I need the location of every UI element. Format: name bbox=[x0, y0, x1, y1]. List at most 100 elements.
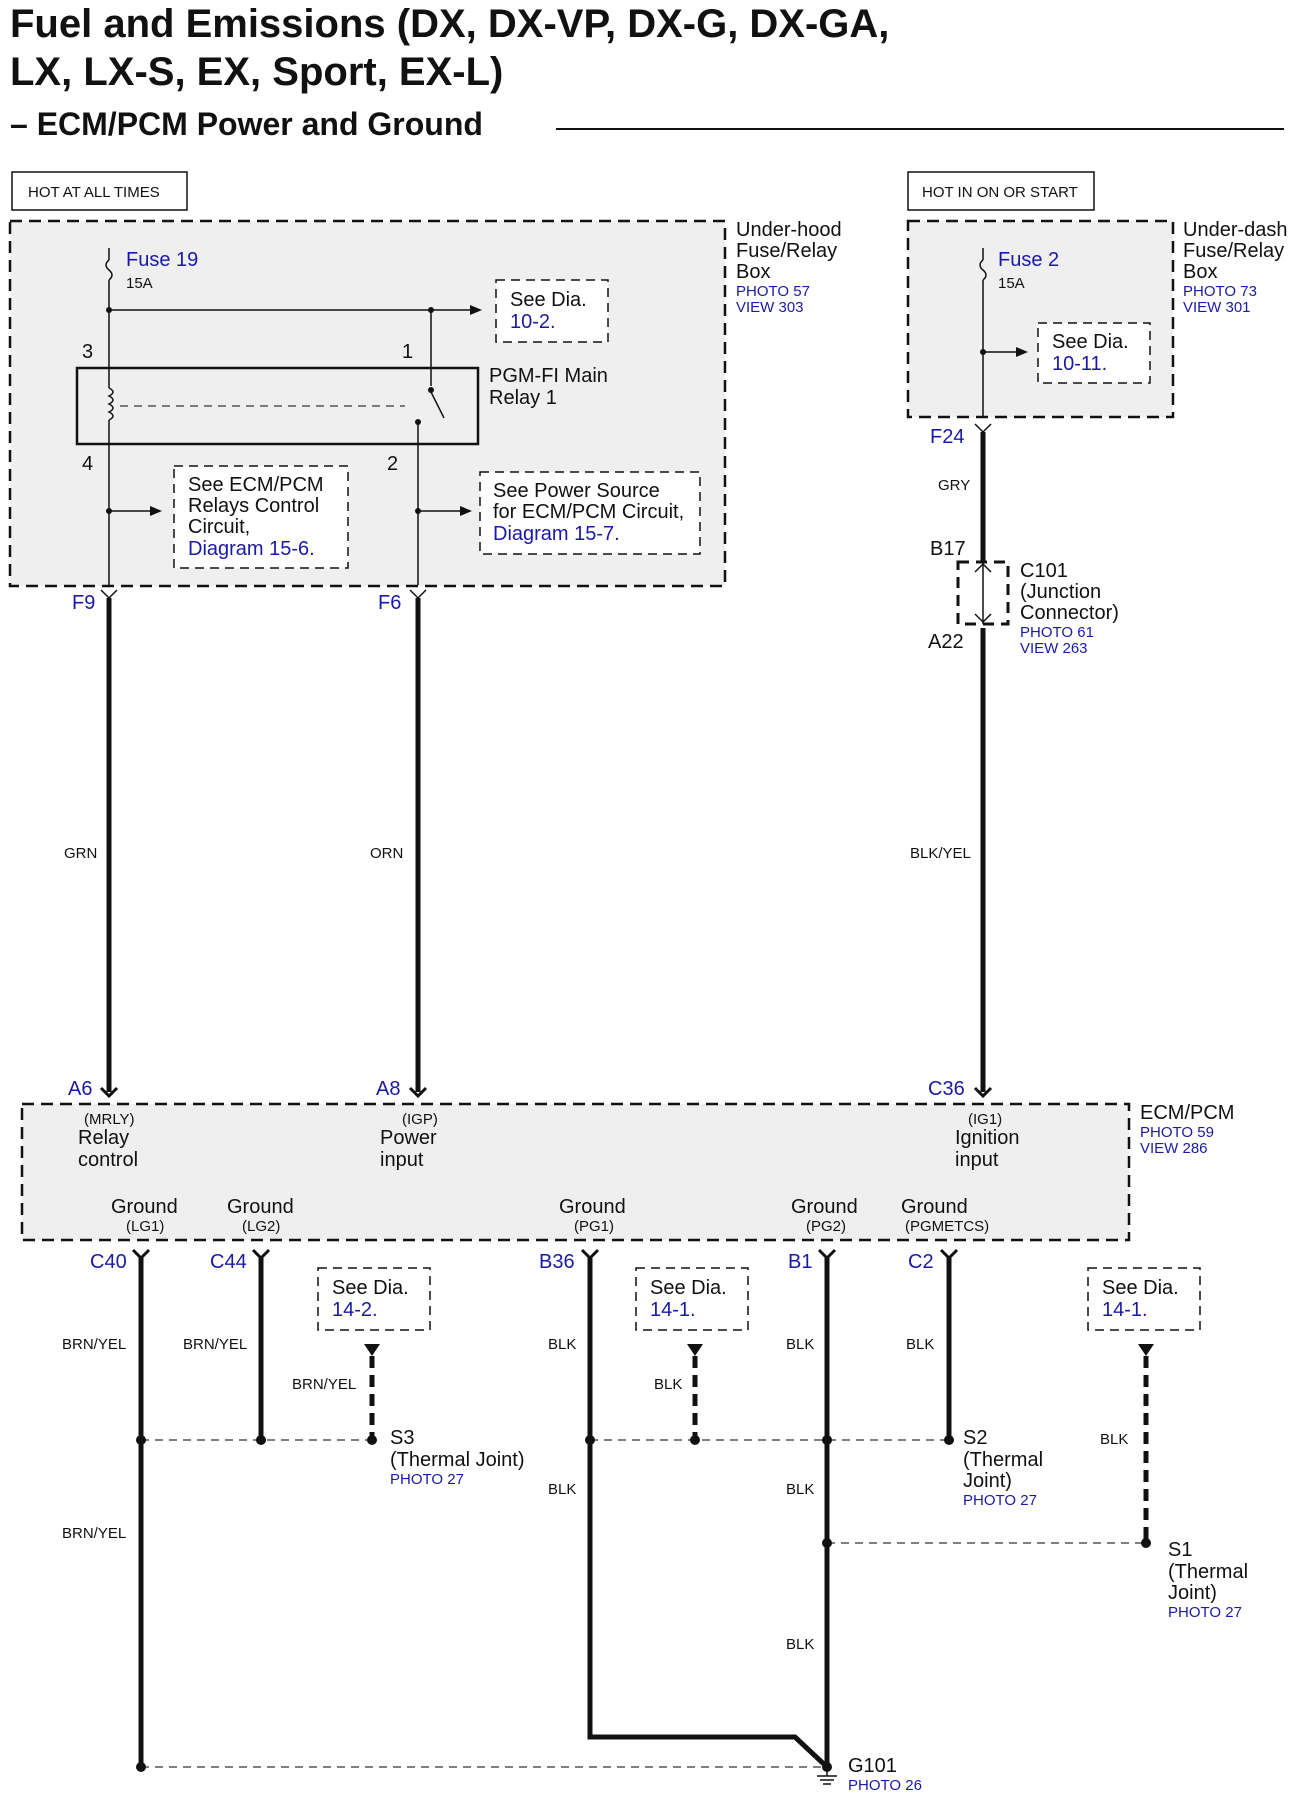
diagram-subtitle: – ECM/PCM Power and Ground bbox=[10, 106, 483, 142]
ecm-relay-note-4[interactable]: Diagram 15-6. bbox=[188, 538, 315, 560]
power-source-note-2: for ECM/PCM Circuit, bbox=[493, 501, 684, 523]
splice-s1-name: S1 bbox=[1168, 1539, 1192, 1561]
wire-label-brn-yel-lg1: BRN/YEL bbox=[62, 1336, 126, 1353]
wire-label-gry: GRY bbox=[938, 477, 970, 494]
wire-label-blk-pg2-lower: BLK bbox=[786, 1481, 814, 1498]
pin-f6: F6 bbox=[378, 592, 401, 614]
ecm-ground-pg2-label: Ground bbox=[791, 1196, 858, 1218]
splice-s2-photo[interactable]: PHOTO 27 bbox=[963, 1492, 1037, 1509]
fuse-19-symbol bbox=[105, 259, 113, 281]
ecm-relay-note-1: See ECM/PCM bbox=[188, 474, 324, 496]
splice-s3-photo[interactable]: PHOTO 27 bbox=[390, 1471, 464, 1488]
ecm-pin-c44: C44 bbox=[210, 1251, 247, 1273]
c101-photo[interactable]: PHOTO 61 bbox=[1020, 624, 1094, 641]
diagram-title-line2: LX, LX-S, EX, Sport, EX-L) bbox=[10, 50, 504, 94]
ecm-ground-pg1-label: Ground bbox=[559, 1196, 626, 1218]
see-dia-14-2-link[interactable]: 14-2. bbox=[332, 1299, 378, 1321]
wire-label-blk-pg1-lower: BLK bbox=[548, 1481, 576, 1498]
ecm-pin-b1: B1 bbox=[788, 1251, 812, 1273]
underdash-box-name-3: Box bbox=[1183, 261, 1217, 283]
wire-pg1 bbox=[587, 1258, 829, 1769]
ecm-ground-pgmetcs-code: (PGMETCS) bbox=[905, 1218, 989, 1235]
fuse-2-symbol bbox=[979, 259, 987, 281]
ecm-pin-a8: A8 bbox=[376, 1078, 400, 1100]
wire-label-blk-pg1: BLK bbox=[548, 1336, 576, 1353]
ecm-pin-c40: C40 bbox=[90, 1251, 127, 1273]
wire-label-grn: GRN bbox=[64, 845, 97, 862]
g101-photo[interactable]: PHOTO 26 bbox=[848, 1777, 922, 1794]
ground-symbol bbox=[817, 1767, 837, 1785]
see-dia-10-2-note bbox=[495, 279, 609, 343]
ecm-relay-note-3: Circuit, bbox=[188, 516, 250, 538]
see-dia-14-1-link-a[interactable]: 14-1. bbox=[650, 1299, 696, 1321]
splice-s2-desc-1: (Thermal bbox=[963, 1449, 1043, 1471]
relay-name-2: Relay 1 bbox=[489, 387, 557, 409]
ecm-input-mrly-label-2: control bbox=[78, 1149, 138, 1171]
underdash-box-name-1: Under-dash bbox=[1183, 219, 1288, 241]
splice-s1-desc-1: (Thermal bbox=[1168, 1561, 1248, 1583]
ecm-view[interactable]: VIEW 286 bbox=[1140, 1140, 1208, 1157]
splice-s1-photo[interactable]: PHOTO 27 bbox=[1168, 1604, 1242, 1621]
splice-s3-name: S3 bbox=[390, 1427, 414, 1449]
see-dia-14-1-text-b: See Dia. bbox=[1102, 1277, 1179, 1299]
ecm-input-ig1-code: (IG1) bbox=[968, 1111, 1002, 1128]
wire-label-blk-pg2-bottom: BLK bbox=[786, 1636, 814, 1653]
ecm-pin-c2: C2 bbox=[908, 1251, 934, 1273]
see-dia-10-2-link[interactable]: 10-2. bbox=[510, 311, 556, 333]
c101-name-2: (Junction bbox=[1020, 581, 1101, 603]
wire-label-brn-yel-lg2: BRN/YEL bbox=[183, 1336, 247, 1353]
ecm-input-ig1-label-1: Ignition bbox=[955, 1127, 1020, 1149]
ecm-name: ECM/PCM bbox=[1140, 1102, 1234, 1124]
pin-f9: F9 bbox=[72, 592, 95, 614]
underdash-box-photo[interactable]: PHOTO 73 bbox=[1183, 283, 1257, 300]
underhood-box-name-1: Under-hood bbox=[736, 219, 842, 241]
splice-s1-desc-2: Joint) bbox=[1168, 1582, 1217, 1604]
see-dia-14-1-link-b[interactable]: 14-1. bbox=[1102, 1299, 1148, 1321]
ecm-input-mrly-label-1: Relay bbox=[78, 1127, 129, 1149]
power-source-note-3[interactable]: Diagram 15-7. bbox=[493, 523, 620, 545]
see-dia-10-2-text: See Dia. bbox=[510, 289, 587, 311]
ecm-input-igp-label-2: input bbox=[380, 1149, 424, 1171]
underhood-box-photo[interactable]: PHOTO 57 bbox=[736, 283, 810, 300]
splice-s2-desc-2: Joint) bbox=[963, 1470, 1012, 1492]
relay-pin-1: 1 bbox=[402, 341, 413, 363]
ecm-photo[interactable]: PHOTO 59 bbox=[1140, 1124, 1214, 1141]
c101-pin-b17: B17 bbox=[930, 538, 966, 560]
ecm-ground-lg2-code: (LG2) bbox=[242, 1218, 280, 1235]
ecm-input-igp-code: (IGP) bbox=[402, 1111, 438, 1128]
c101-name-3: Connector) bbox=[1020, 602, 1119, 624]
relay-switch-contact bbox=[430, 391, 445, 419]
see-dia-14-2-note bbox=[317, 1267, 431, 1331]
underhood-box-view[interactable]: VIEW 303 bbox=[736, 299, 804, 316]
ecm-ground-lg1-label: Ground bbox=[111, 1196, 178, 1218]
wire-label-blk-pg2: BLK bbox=[786, 1336, 814, 1353]
see-dia-14-1-text-a: See Dia. bbox=[650, 1277, 727, 1299]
splice-s3-desc: (Thermal Joint) bbox=[390, 1449, 524, 1471]
ecm-input-ig1-label-2: input bbox=[955, 1149, 999, 1171]
ecm-ground-pg2-code: (PG2) bbox=[806, 1218, 846, 1235]
wire-label-blk-pgmetcs: BLK bbox=[906, 1336, 934, 1353]
wire-label-brn-yel-s3-ref: BRN/YEL bbox=[292, 1376, 356, 1393]
see-ecm-relays-control-note bbox=[173, 465, 349, 569]
wire-label-brn-yel-lower: BRN/YEL bbox=[62, 1525, 126, 1542]
see-dia-14-2-text: See Dia. bbox=[332, 1277, 409, 1299]
c101-view[interactable]: VIEW 263 bbox=[1020, 640, 1088, 657]
underhood-box-name-3: Box bbox=[736, 261, 770, 283]
relay-pin-3: 3 bbox=[82, 341, 93, 363]
wire-label-orn: ORN bbox=[370, 845, 403, 862]
c101-name-1: C101 bbox=[1020, 560, 1068, 582]
underdash-fuse-relay-box bbox=[906, 219, 1175, 419]
underdash-box-view[interactable]: VIEW 301 bbox=[1183, 299, 1251, 316]
underhood-box-name-2: Fuse/Relay bbox=[736, 240, 837, 262]
see-dia-14-1-note-a bbox=[635, 1267, 749, 1331]
see-dia-10-11-link[interactable]: 10-11. bbox=[1052, 353, 1107, 375]
splice-s2-name: S2 bbox=[963, 1427, 987, 1449]
see-dia-14-1-note-b bbox=[1087, 1267, 1201, 1331]
ecm-input-igp-label-1: Power bbox=[380, 1127, 437, 1149]
relay-name-1: PGM-FI Main bbox=[489, 365, 608, 387]
fuse-2-rating: 15A bbox=[998, 275, 1025, 292]
ecm-ground-lg1-code: (LG1) bbox=[126, 1218, 164, 1235]
ecm-pin-b36: B36 bbox=[539, 1251, 575, 1273]
ecm-ground-pgmetcs-label: Ground bbox=[901, 1196, 968, 1218]
